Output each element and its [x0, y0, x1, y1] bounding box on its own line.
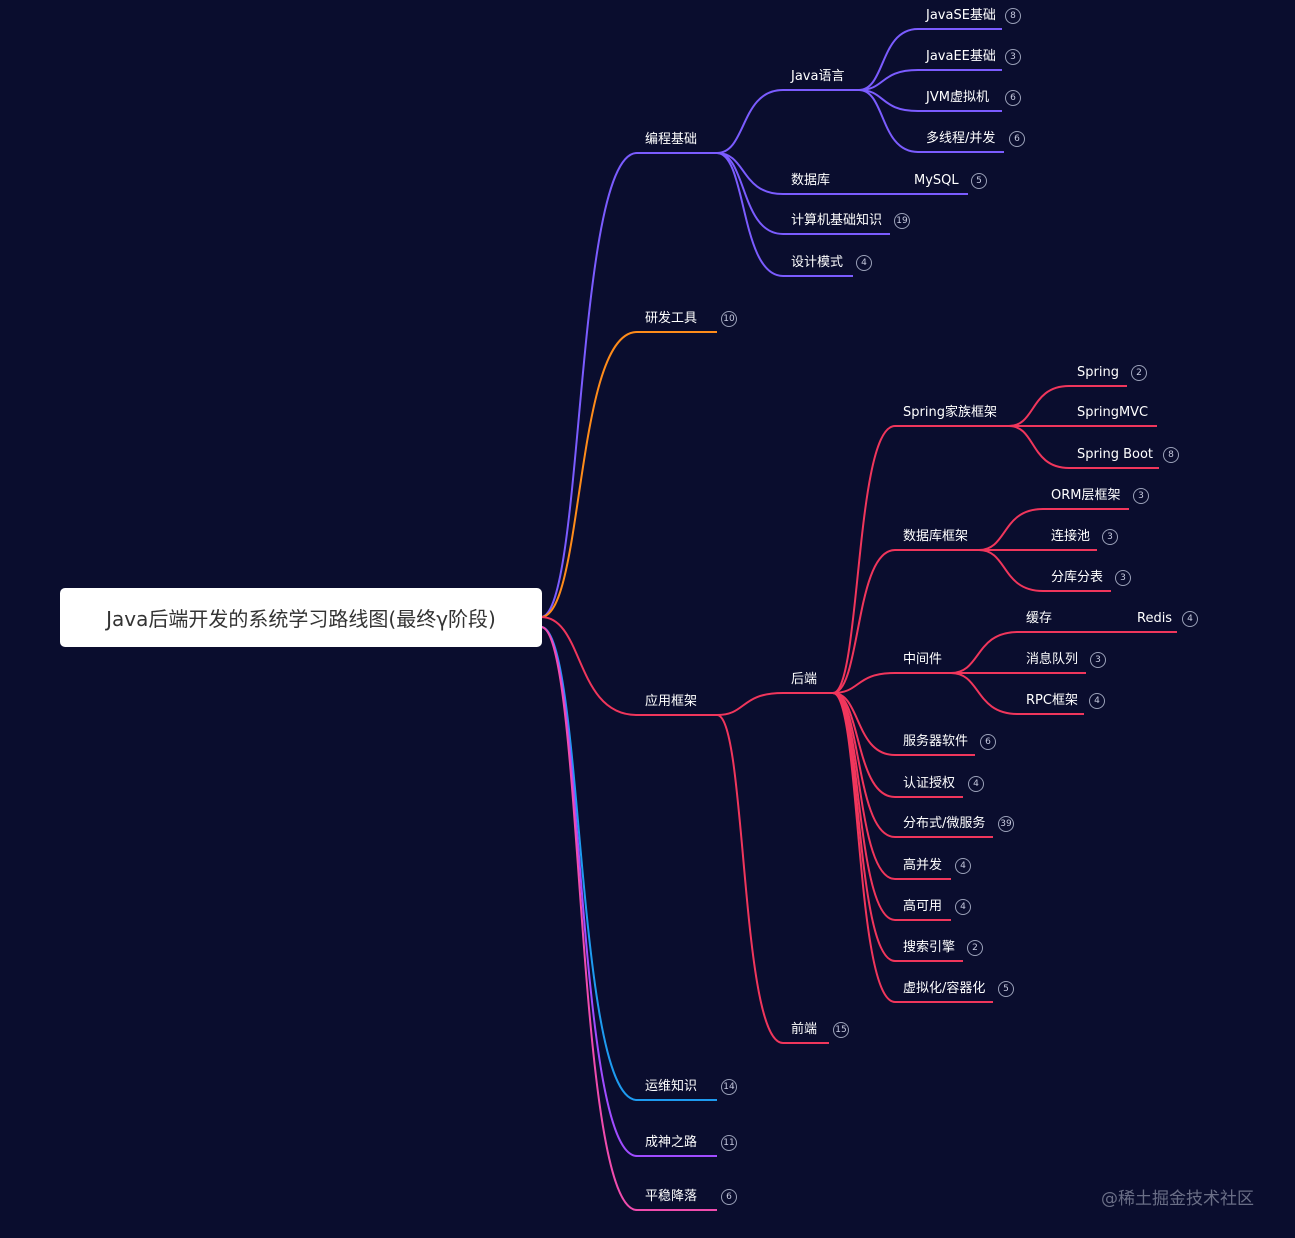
node-n2[interactable]: 研发工具 — [645, 311, 698, 326]
node-n6[interactable]: 平稳降落 — [645, 1189, 698, 1204]
edge-n3a — [716, 692, 833, 716]
count-badge-n1a1[interactable]: 8 — [1005, 8, 1021, 24]
node-n4[interactable]: 运维知识 — [645, 1079, 698, 1094]
node-s10[interactable]: 虚拟化/容器化 — [903, 981, 986, 996]
edge-s1c — [1008, 425, 1159, 469]
node-n1a1[interactable]: JavaSE基础 — [926, 8, 996, 23]
node-n1a2[interactable]: JavaEE基础 — [926, 49, 996, 64]
edge-n1d — [716, 152, 853, 277]
count-badge-n1a2[interactable]: 3 — [1005, 49, 1021, 65]
node-n3[interactable]: 应用框架 — [645, 694, 698, 709]
edge-s1a — [1008, 385, 1127, 427]
node-n1b[interactable]: 数据库 — [791, 173, 831, 188]
count-badge-s2c[interactable]: 3 — [1115, 570, 1131, 586]
edge-n1a3 — [858, 89, 1002, 112]
node-s3[interactable]: 中间件 — [903, 652, 943, 667]
edge-n2 — [540, 331, 717, 618]
node-s2[interactable]: 数据库框架 — [903, 529, 969, 544]
count-badge-s3b[interactable]: 3 — [1090, 652, 1106, 668]
node-s3a[interactable]: 缓存 — [1026, 611, 1053, 626]
count-badge-s3c[interactable]: 4 — [1089, 693, 1105, 709]
count-badge-s10[interactable]: 5 — [998, 981, 1014, 997]
node-n1a4[interactable]: 多线程/并发 — [926, 131, 996, 146]
count-badge-s2a[interactable]: 3 — [1133, 488, 1149, 504]
edge-s6 — [832, 692, 993, 838]
edge-s3 — [832, 672, 951, 694]
node-s7[interactable]: 高并发 — [903, 858, 943, 873]
edge-s2c — [978, 549, 1111, 592]
node-n5[interactable]: 成神之路 — [645, 1135, 698, 1150]
node-s1[interactable]: Spring家族框架 — [903, 405, 997, 420]
count-badge-s1a[interactable]: 2 — [1131, 365, 1147, 381]
count-badge-n1b1[interactable]: 5 — [971, 173, 987, 189]
node-s3c[interactable]: RPC框架 — [1026, 693, 1078, 708]
edge-s3c — [950, 672, 1084, 715]
count-badge-s5[interactable]: 4 — [968, 776, 984, 792]
edge-n1c — [716, 152, 890, 235]
count-badge-n4[interactable]: 14 — [721, 1079, 737, 1095]
edge-n1a1 — [858, 28, 1002, 91]
edge-n1a4 — [858, 89, 1004, 153]
count-badge-s8[interactable]: 4 — [955, 899, 971, 915]
edge-s2a — [978, 508, 1129, 551]
node-s1b[interactable]: SpringMVC — [1077, 405, 1149, 420]
node-s1a[interactable]: Spring — [1077, 365, 1119, 380]
edge-s2 — [832, 549, 979, 694]
node-n1c[interactable]: 计算机基础知识 — [791, 213, 883, 228]
node-n3a[interactable]: 后端 — [791, 672, 818, 687]
node-n1a3[interactable]: JVM虚拟机 — [926, 90, 989, 105]
node-s4[interactable]: 服务器软件 — [903, 734, 969, 749]
edge-s10 — [832, 692, 993, 1003]
node-s3a1[interactable]: Redis — [1137, 611, 1173, 626]
watermark: @稀土掘金技术社区 — [1101, 1189, 1254, 1209]
node-n1[interactable]: 编程基础 — [645, 132, 698, 147]
edge-n3b — [716, 714, 829, 1044]
root-node[interactable]: Java后端开发的系统学习路线图(最终γ阶段) — [60, 588, 542, 647]
node-s6[interactable]: 分布式/微服务 — [903, 816, 986, 831]
count-badge-n6[interactable]: 6 — [721, 1189, 737, 1205]
count-badge-s4[interactable]: 6 — [980, 734, 996, 750]
edge-n1a — [716, 89, 859, 154]
count-badge-n1a4[interactable]: 6 — [1009, 131, 1025, 147]
count-badge-n1d[interactable]: 4 — [856, 255, 872, 271]
node-s1c[interactable]: Spring Boot — [1077, 447, 1154, 462]
count-badge-n3b[interactable]: 15 — [833, 1022, 849, 1038]
count-badge-s3a1[interactable]: 4 — [1182, 611, 1198, 627]
edge-n1 — [540, 152, 717, 618]
node-s3b[interactable]: 消息队列 — [1026, 652, 1079, 667]
node-s2c[interactable]: 分库分表 — [1051, 570, 1104, 585]
edge-s1 — [832, 425, 1009, 694]
root-title: Java后端开发的系统学习路线图(最终γ阶段) — [106, 607, 496, 631]
node-n3b[interactable]: 前端 — [791, 1022, 818, 1037]
node-s8[interactable]: 高可用 — [903, 899, 943, 914]
node-s2b[interactable]: 连接池 — [1051, 529, 1091, 544]
count-badge-n1c[interactable]: 19 — [894, 213, 910, 229]
node-s5[interactable]: 认证授权 — [903, 776, 956, 791]
count-badge-n1a3[interactable]: 6 — [1005, 90, 1021, 106]
edge-n1b — [716, 152, 899, 195]
node-s9[interactable]: 搜索引擎 — [903, 940, 956, 955]
count-badge-s9[interactable]: 2 — [967, 940, 983, 956]
count-badge-n2[interactable]: 10 — [721, 311, 737, 327]
count-badge-n5[interactable]: 11 — [721, 1135, 737, 1151]
count-badge-s6[interactable]: 39 — [998, 816, 1014, 832]
edge-s4 — [832, 692, 975, 756]
edge-s3a — [950, 631, 1124, 674]
node-n1a[interactable]: Java语言 — [791, 69, 845, 84]
count-badge-s1c[interactable]: 8 — [1163, 447, 1179, 463]
node-s2a[interactable]: ORM层框架 — [1051, 488, 1121, 503]
node-n1d[interactable]: 设计模式 — [791, 255, 844, 270]
count-badge-s2b[interactable]: 3 — [1102, 529, 1118, 545]
edge-n3 — [540, 616, 717, 716]
edge-n6 — [540, 626, 717, 1211]
count-badge-s7[interactable]: 4 — [955, 858, 971, 874]
node-n1b1[interactable]: MySQL — [914, 173, 959, 188]
edge-n1a2 — [858, 69, 1002, 91]
